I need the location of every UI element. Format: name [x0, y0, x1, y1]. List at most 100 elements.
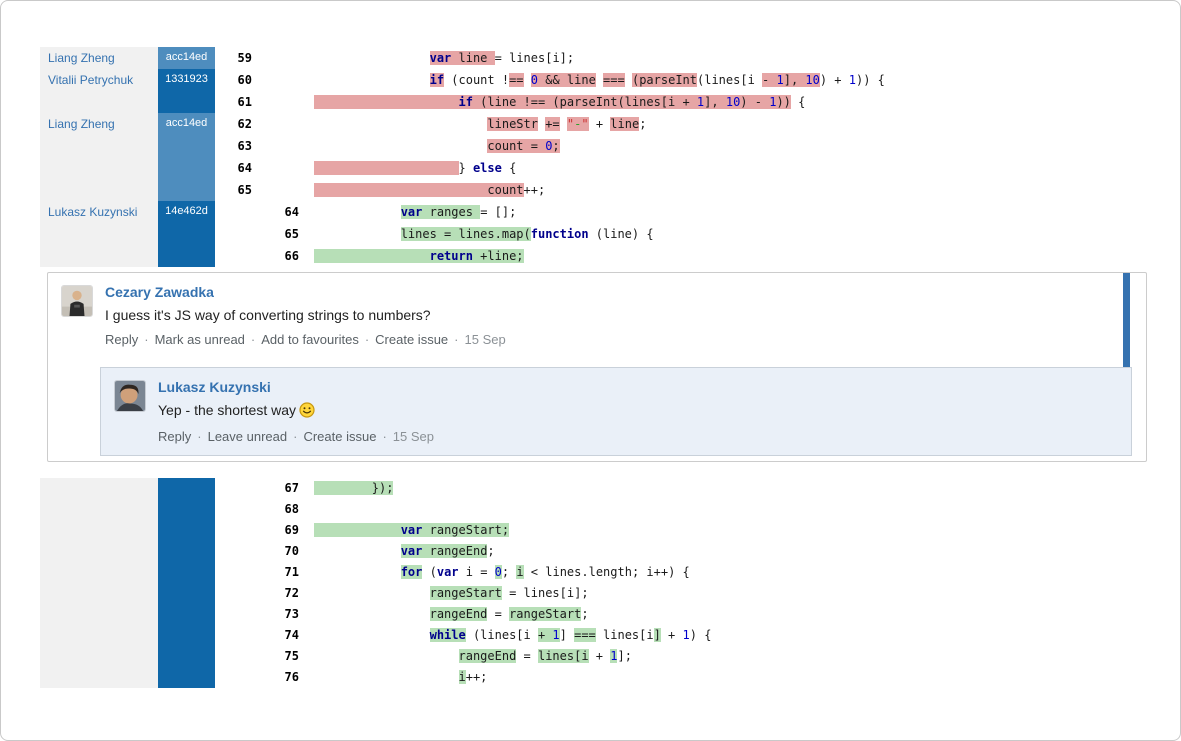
- new-line-number[interactable]: [261, 135, 308, 157]
- commit-hash[interactable]: acc14ed: [158, 113, 215, 201]
- new-line-number[interactable]: [261, 179, 308, 201]
- old-line-number[interactable]: [215, 201, 261, 223]
- code-line[interactable]: return +line;: [310, 245, 1146, 267]
- old-line-number[interactable]: 59: [237, 51, 252, 65]
- avatar[interactable]: [114, 380, 146, 412]
- code-line[interactable]: if (line !== (parseInt(lines[i + 1], 10)…: [310, 91, 1146, 113]
- code-token: &&: [538, 73, 567, 87]
- code-token: ==: [509, 73, 524, 87]
- new-line-number[interactable]: 71: [284, 565, 299, 579]
- new-line-number[interactable]: [261, 157, 308, 179]
- old-line-number[interactable]: [215, 499, 261, 520]
- code-token: for: [400, 565, 423, 579]
- comment-body: Yep - the shortest way: [158, 402, 315, 418]
- code-line[interactable]: } else {: [310, 157, 1146, 179]
- new-line-number[interactable]: 67: [284, 481, 299, 495]
- code-token: 0: [530, 73, 538, 87]
- code-token: ;: [639, 117, 647, 131]
- new-line-number[interactable]: [261, 47, 308, 69]
- old-line-number[interactable]: [215, 541, 261, 562]
- old-line-number[interactable]: [215, 625, 261, 646]
- code-line[interactable]: [310, 499, 1146, 520]
- comment-action-reply[interactable]: Reply: [158, 429, 192, 444]
- code-token: [314, 205, 401, 219]
- new-line-number[interactable]: 70: [284, 544, 299, 558]
- old-line-number[interactable]: 64: [237, 161, 252, 175]
- comment-body-text: Yep - the shortest way: [158, 402, 297, 418]
- code-line[interactable]: count = 0;: [310, 135, 1146, 157]
- old-line-number[interactable]: [215, 562, 261, 583]
- code-line[interactable]: i++;: [310, 667, 1146, 688]
- old-line-number[interactable]: [215, 604, 261, 625]
- commit-hash[interactable]: 1331923: [158, 69, 215, 113]
- author-link[interactable]: Liang Zheng: [40, 113, 158, 201]
- new-line-number[interactable]: 69: [284, 523, 299, 537]
- author-link[interactable]: Lukasz Kuzynski: [40, 201, 158, 267]
- old-line-number[interactable]: [215, 245, 261, 267]
- old-line-number[interactable]: 63: [237, 139, 252, 153]
- new-line-number[interactable]: 73: [284, 607, 299, 621]
- code-token: +: [660, 628, 683, 642]
- comment-author-link[interactable]: Lukasz Kuzynski: [158, 379, 271, 395]
- commit-hash[interactable]: 14e462d: [158, 201, 215, 267]
- code-line[interactable]: var line = lines[i];: [310, 47, 1146, 69]
- code-token: var: [436, 565, 459, 579]
- code-line[interactable]: var rangeEnd;: [310, 541, 1146, 562]
- old-line-number[interactable]: [215, 646, 261, 667]
- comment-date: 15 Sep: [392, 429, 434, 444]
- code-line[interactable]: while (lines[i + 1] === lines[i] + 1) {: [310, 625, 1146, 646]
- author-link[interactable]: Vitalii Petrychuk: [40, 69, 158, 113]
- avatar[interactable]: [61, 285, 93, 317]
- code-line[interactable]: if (count !== 0 && line === (parseInt(li…: [310, 69, 1146, 91]
- code-line[interactable]: count++;: [310, 179, 1146, 201]
- new-line-number[interactable]: 75: [284, 649, 299, 663]
- new-line-number[interactable]: [261, 69, 308, 91]
- old-line-number[interactable]: [215, 583, 261, 604]
- old-line-number[interactable]: [215, 520, 261, 541]
- code-line[interactable]: var rangeStart;: [310, 520, 1146, 541]
- comment-action-create-issue[interactable]: Create issue: [375, 332, 449, 347]
- new-line-number[interactable]: 66: [284, 249, 299, 263]
- code-token: 1: [776, 73, 784, 87]
- new-line-number[interactable]: [261, 91, 308, 113]
- new-line-number[interactable]: 76: [284, 670, 299, 684]
- new-line-number[interactable]: 72: [284, 586, 299, 600]
- code-token: )) {: [856, 73, 885, 87]
- code-line[interactable]: lineStr += "-" + line;: [310, 113, 1146, 135]
- new-line-number[interactable]: 65: [284, 227, 299, 241]
- comment-action-leave-unread[interactable]: Leave unread: [207, 429, 288, 444]
- code-line[interactable]: rangeEnd = lines[i + 1];: [310, 646, 1146, 667]
- new-line-number[interactable]: 68: [284, 502, 299, 516]
- code-line[interactable]: });: [310, 478, 1146, 499]
- old-line-number[interactable]: [215, 667, 261, 688]
- code-token: ;: [487, 544, 495, 558]
- old-line-number[interactable]: [215, 223, 261, 245]
- code-line[interactable]: var ranges = [];: [310, 201, 1146, 223]
- separator-dot: ·: [250, 332, 256, 347]
- code-token: });: [314, 481, 394, 495]
- code-token: ) -: [740, 95, 770, 109]
- commit-hash[interactable]: acc14ed: [158, 47, 215, 69]
- code-token: [625, 73, 632, 87]
- new-line-number[interactable]: 64: [284, 205, 299, 219]
- code-line[interactable]: rangeStart = lines[i];: [310, 583, 1146, 604]
- old-line-number[interactable]: [215, 478, 261, 499]
- comment-action-create-issue[interactable]: Create issue: [303, 429, 377, 444]
- code-token: [314, 649, 459, 663]
- old-line-number[interactable]: 60: [237, 73, 252, 87]
- code-token: ],: [704, 95, 726, 109]
- code-token: -: [574, 117, 582, 131]
- author-link[interactable]: Liang Zheng: [40, 47, 158, 69]
- old-line-number[interactable]: 61: [237, 95, 252, 109]
- old-line-number[interactable]: 65: [237, 183, 252, 197]
- code-line[interactable]: for (var i = 0; i < lines.length; i++) {: [310, 562, 1146, 583]
- new-line-number[interactable]: [261, 113, 308, 135]
- old-line-number[interactable]: 62: [237, 117, 252, 131]
- comment-author-link[interactable]: Cezary Zawadka: [105, 284, 214, 300]
- comment-action-mark-as-unread[interactable]: Mark as unread: [154, 332, 245, 347]
- code-line[interactable]: lines = lines.map(function (line) {: [310, 223, 1146, 245]
- new-line-number[interactable]: 74: [284, 628, 299, 642]
- code-line[interactable]: rangeEnd = rangeStart;: [310, 604, 1146, 625]
- comment-action-reply[interactable]: Reply: [105, 332, 139, 347]
- comment-action-add-to-favourites[interactable]: Add to favourites: [261, 332, 359, 347]
